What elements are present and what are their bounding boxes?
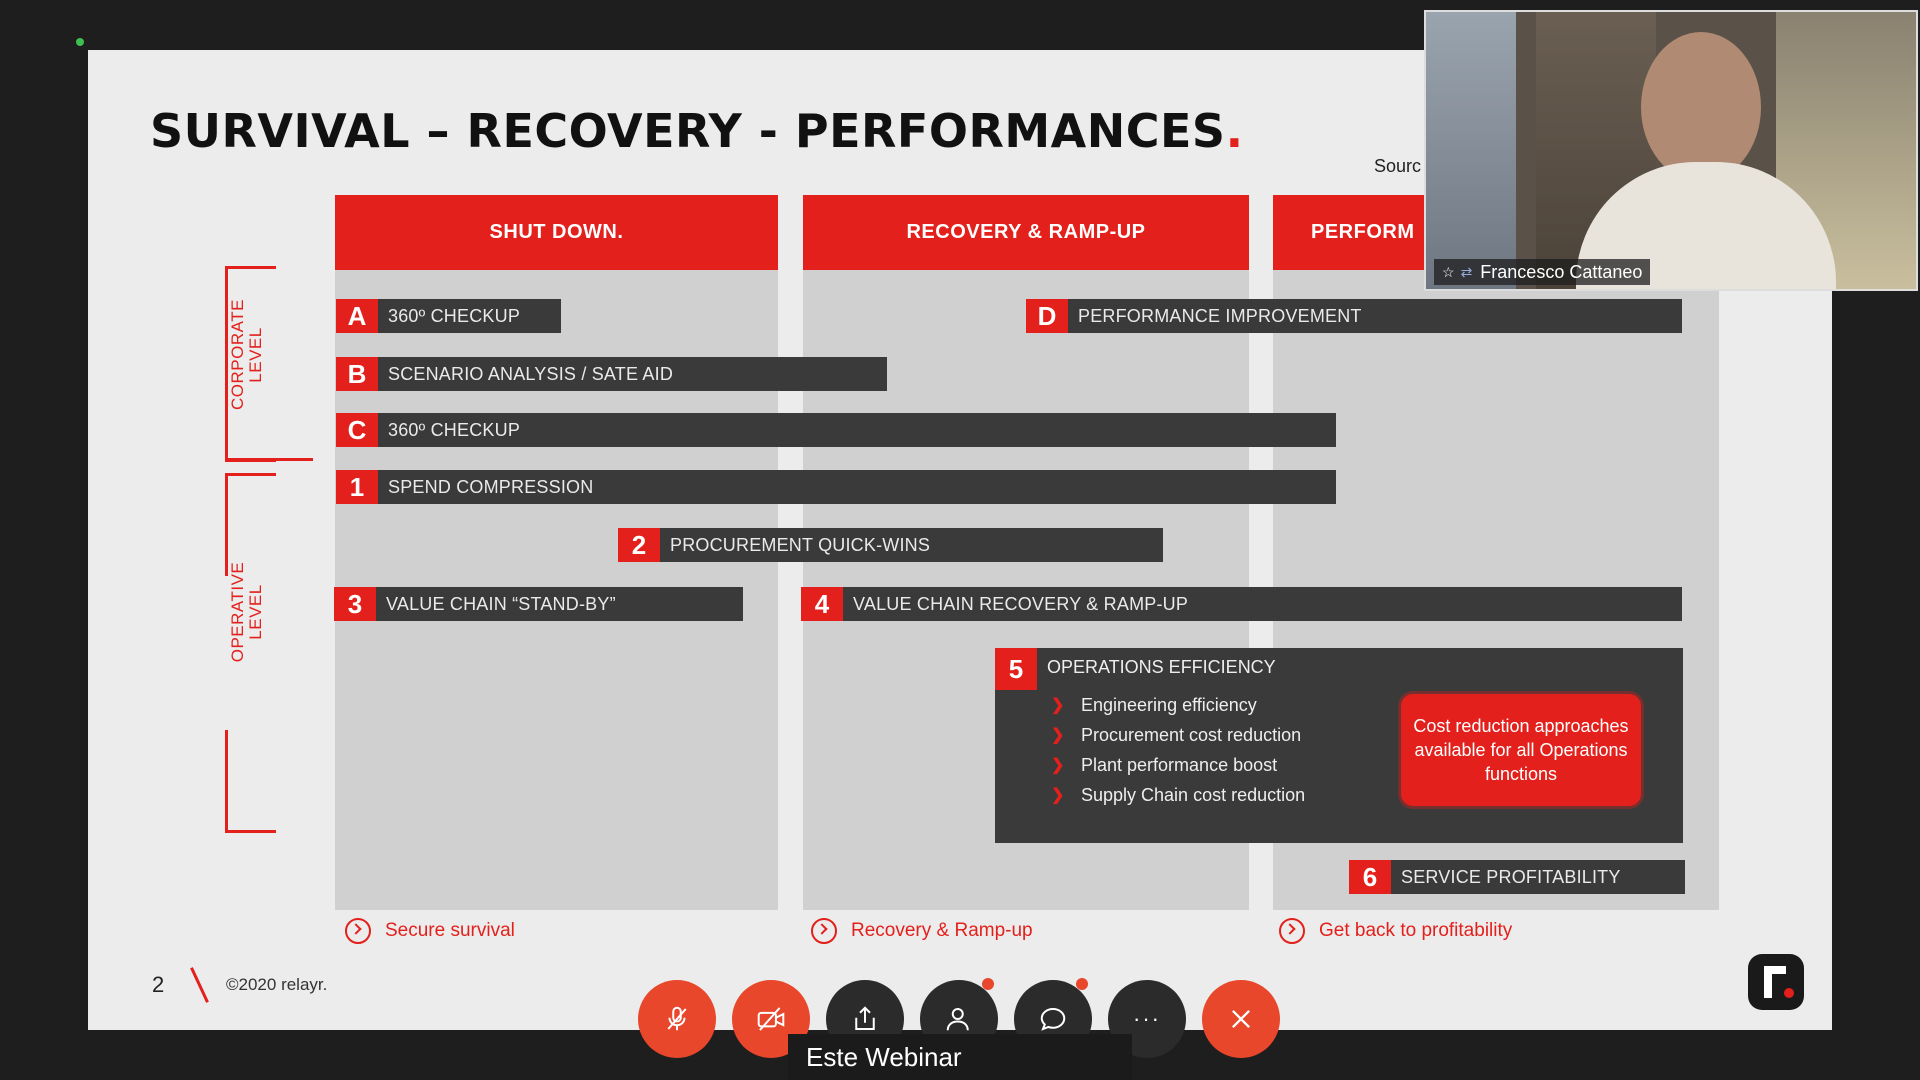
badge-4: 4 bbox=[801, 587, 843, 621]
bar-a-checkup: A 360º CHECKUP bbox=[336, 299, 561, 333]
bar-d-performance-improvement: D PERFORMANCE IMPROVEMENT bbox=[1026, 299, 1682, 333]
chevron-circle-icon bbox=[811, 918, 837, 944]
chat-icon bbox=[1040, 1007, 1066, 1031]
corporate-level-label: CORPORATE LEVEL bbox=[228, 299, 265, 410]
bar-3-value-chain-standby: 3 VALUE CHAIN “STAND-BY” bbox=[334, 587, 743, 621]
badge-c: C bbox=[336, 413, 378, 447]
end-call-button[interactable] bbox=[1202, 980, 1280, 1058]
list-item: ❯Supply Chain cost reduction bbox=[1051, 784, 1306, 805]
close-icon bbox=[1232, 1010, 1250, 1028]
list-item: ❯Engineering efficiency bbox=[1051, 694, 1257, 715]
bar-label: SCENARIO ANALYSIS / SATE AID bbox=[388, 363, 674, 384]
relayr-logo-stem bbox=[1764, 966, 1772, 998]
webinar-caption-text: Este Webinar bbox=[806, 1041, 962, 1072]
badge-5: 5 bbox=[995, 648, 1037, 690]
bar-6-service-profitability: 6 SERVICE PROFITABILITY bbox=[1349, 860, 1685, 894]
cost-reduction-callout: Cost reduction approaches available for … bbox=[1401, 694, 1641, 806]
list-item: ❯Plant performance boost bbox=[1051, 754, 1278, 775]
bar-2-procurement-quick-wins: 2 PROCUREMENT QUICK-WINS bbox=[618, 528, 1163, 562]
operative-level-bracket-bottom bbox=[225, 730, 276, 833]
more-icon: ··· bbox=[1133, 1006, 1161, 1031]
connection-icon: ⇄ bbox=[1460, 263, 1473, 280]
chevron-right-icon: ❯ bbox=[1051, 727, 1065, 744]
operative-level-bracket-top bbox=[225, 473, 276, 576]
participants-icon bbox=[946, 1008, 969, 1031]
bar-label: PROCUREMENT QUICK-WINS bbox=[670, 534, 931, 555]
bar-label: VALUE CHAIN RECOVERY & RAMP-UP bbox=[853, 593, 1189, 614]
badge-2: 2 bbox=[618, 528, 660, 562]
column-header-recovery: RECOVERY & RAMP-UP bbox=[803, 195, 1249, 270]
video-off-icon bbox=[757, 1007, 785, 1031]
status-dot bbox=[76, 38, 84, 46]
chat-notification-dot bbox=[1076, 978, 1088, 990]
webinar-caption: Este Webinar bbox=[788, 1034, 1132, 1080]
stop-video-button[interactable] bbox=[732, 980, 810, 1058]
chevron-right-icon: ❯ bbox=[1051, 697, 1065, 714]
bar-label: SERVICE PROFITABILITY bbox=[1401, 866, 1621, 887]
operative-level-label: OPERATIVE LEVEL bbox=[228, 561, 265, 663]
list-item: ❯Procurement cost reduction bbox=[1051, 724, 1302, 745]
operations-efficiency-list: ❯Engineering efficiency ❯Procurement cos… bbox=[1051, 690, 1305, 810]
relayr-logo bbox=[1748, 954, 1804, 1010]
participant-head bbox=[1641, 32, 1761, 182]
badge-3: 3 bbox=[334, 587, 376, 621]
operations-efficiency-title: OPERATIONS EFFICIENCY bbox=[1047, 657, 1276, 677]
column-header-shutdown: SHUT DOWN. bbox=[335, 195, 778, 270]
page-number: 2 bbox=[152, 972, 165, 997]
video-window-bg bbox=[1426, 12, 1516, 289]
footer-recovery-rampup: Recovery & Ramp-up bbox=[811, 918, 1033, 944]
chevron-right-icon: ❯ bbox=[1051, 757, 1065, 774]
bar-1-spend-compression: 1 SPEND COMPRESSION bbox=[336, 470, 1336, 504]
relayr-logo-arm bbox=[1764, 966, 1786, 974]
chevron-circle-icon bbox=[1279, 918, 1305, 944]
badge-1: 1 bbox=[336, 470, 378, 504]
participant-name: Francesco Cattaneo bbox=[1480, 261, 1643, 282]
bar-b-scenario-analysis: B SCENARIO ANALYSIS / SATE AID bbox=[336, 357, 887, 391]
badge-a: A bbox=[336, 299, 378, 333]
share-icon bbox=[855, 1006, 875, 1030]
bar-4-value-chain-recovery: 4 VALUE CHAIN RECOVERY & RAMP-UP bbox=[801, 587, 1682, 621]
operations-efficiency-box: 5 OPERATIONS EFFICIENCY ❯Engineering eff… bbox=[995, 648, 1683, 843]
participant-video-tile[interactable]: ☆ ⇄ Francesco Cattaneo bbox=[1424, 10, 1918, 291]
level-divider bbox=[225, 458, 313, 461]
source-label: Sourc bbox=[1374, 156, 1422, 176]
footer-secure-survival: Secure survival bbox=[345, 918, 515, 944]
footer-back-to-profitability: Get back to profitability bbox=[1279, 918, 1512, 944]
pin-icon[interactable]: ☆ bbox=[1442, 263, 1455, 280]
bar-label: PERFORMANCE IMPROVEMENT bbox=[1078, 305, 1362, 326]
bar-label: 360º CHECKUP bbox=[388, 419, 521, 440]
slide-title: SURVIVAL – RECOVERY - PERFORMANCES. bbox=[150, 104, 1244, 158]
chevron-right-icon: ❯ bbox=[1051, 787, 1065, 804]
bar-label: SPEND COMPRESSION bbox=[388, 476, 594, 497]
badge-6: 6 bbox=[1349, 860, 1391, 894]
participants-notification-dot bbox=[982, 978, 994, 990]
bar-label: 360º CHECKUP bbox=[388, 305, 521, 326]
badge-d: D bbox=[1026, 299, 1068, 333]
mute-mic-button[interactable] bbox=[638, 980, 716, 1058]
bar-c-checkup: C 360º CHECKUP bbox=[336, 413, 1336, 447]
mic-off-icon bbox=[667, 1006, 687, 1031]
relayr-logo-dot bbox=[1784, 988, 1794, 998]
badge-b: B bbox=[336, 357, 378, 391]
participant-name-tag: ☆ ⇄ Francesco Cattaneo bbox=[1434, 259, 1651, 285]
chevron-circle-icon bbox=[345, 918, 371, 944]
copyright: ©2020 relayr. bbox=[226, 975, 328, 994]
relayr-slash-mark bbox=[190, 967, 209, 1003]
bar-label: VALUE CHAIN “STAND-BY” bbox=[386, 593, 616, 614]
